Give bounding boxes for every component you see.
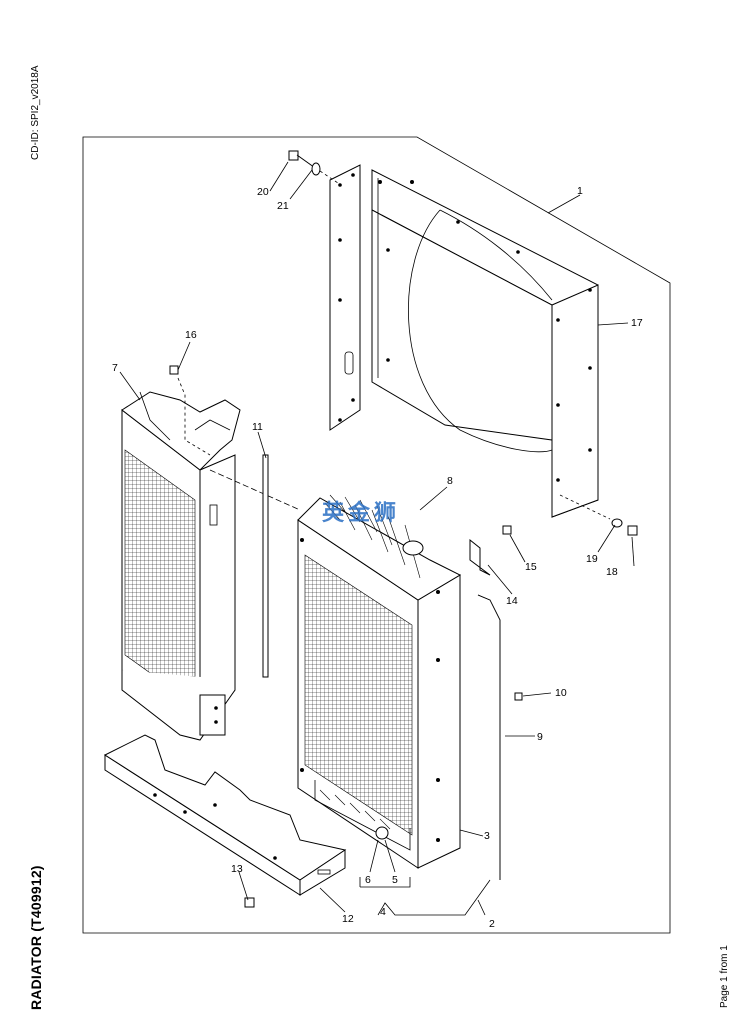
callout-15: 15 [525,561,537,573]
callout-4: 4 [380,906,386,918]
lower-mounting-bracket [103,734,347,896]
lower-bracket-bolt [244,897,255,908]
charge-air-cooler [121,391,241,741]
callout-7: 7 [112,362,118,374]
shroud-bolt-side [559,494,638,536]
callout-6: 6 [365,874,371,886]
callout-20: 20 [257,186,269,198]
callout-19: 19 [586,553,598,565]
mounting-bracket [469,538,491,576]
shroud-bolt-top [288,150,339,184]
bracket-bolt [502,525,512,535]
callout-labels: 1 2 3 4 5 6 7 8 9 10 11 12 13 14 15 16 1… [112,185,643,930]
watermark-logo: 英金狮 [322,501,401,526]
callout-9: 9 [537,731,543,743]
callout-17: 17 [631,317,643,329]
rubber-strip [262,454,269,678]
callout-5: 5 [392,874,398,886]
callout-13: 13 [231,863,243,875]
radiator-core [297,494,462,869]
callout-1: 1 [577,185,583,197]
clip-nut [514,692,523,701]
callout-10: 10 [555,687,567,699]
fan-shroud [329,164,599,518]
callout-2: 2 [489,918,495,930]
callout-21: 21 [277,200,289,212]
leader-lines [119,161,635,916]
callout-3: 3 [484,830,490,842]
callout-14: 14 [506,595,518,607]
callout-8: 8 [447,475,453,487]
callout-18: 18 [606,566,618,578]
diagram-frame [82,136,671,934]
callout-12: 12 [342,913,354,925]
callout-11: 11 [252,421,263,433]
callout-16: 16 [185,329,197,341]
cooler-bolt [169,365,179,375]
